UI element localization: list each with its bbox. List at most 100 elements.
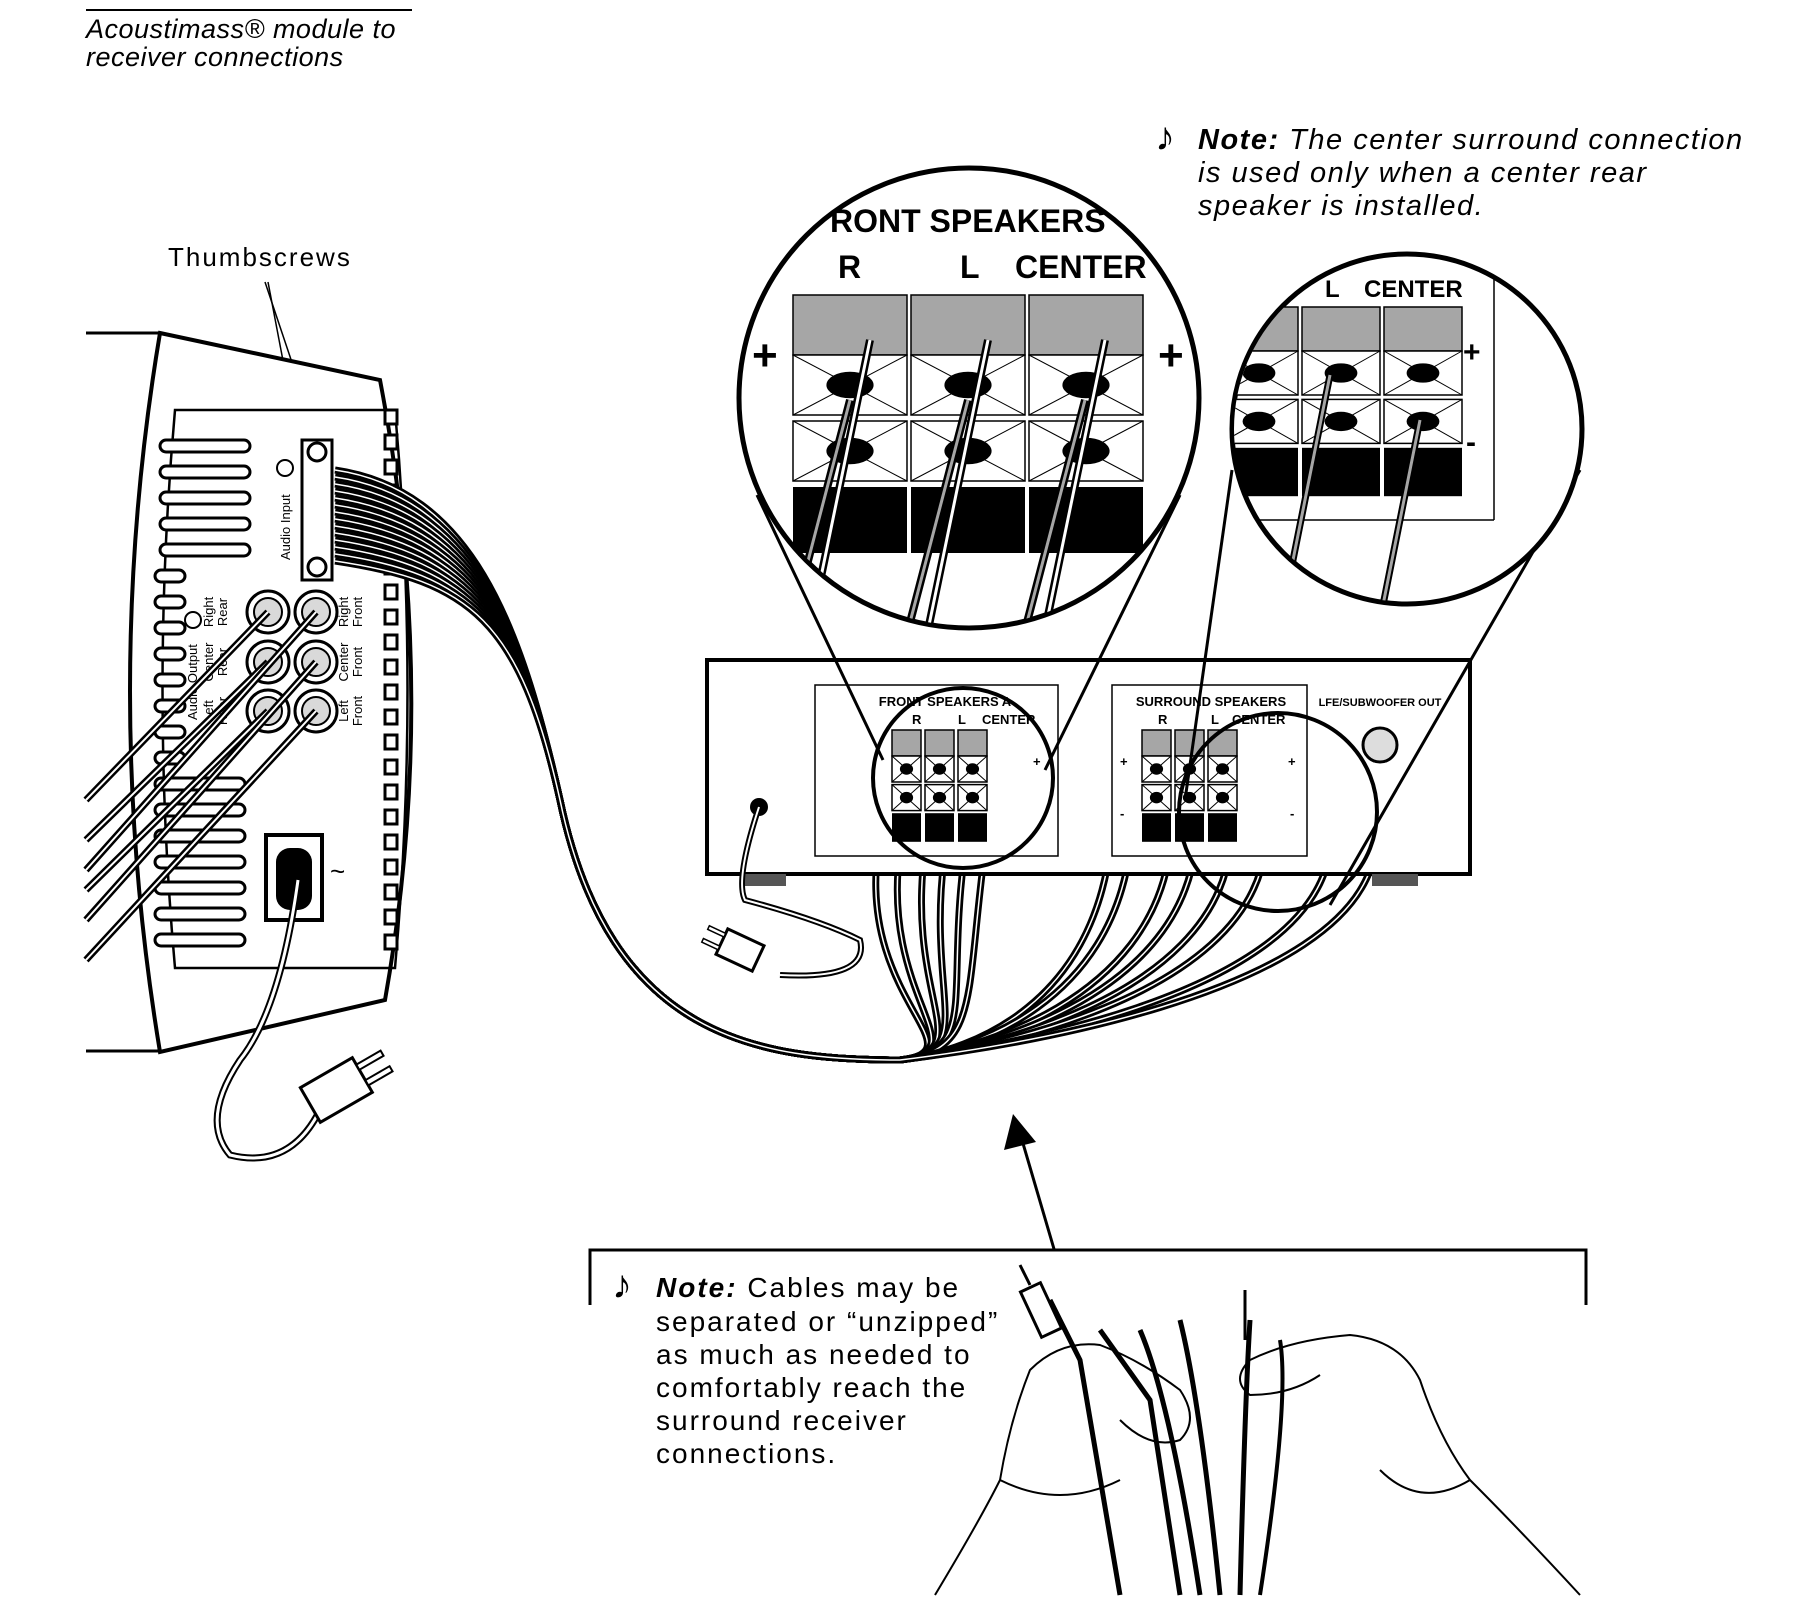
lfe-subwoofer-jack[interactable]: [1361, 726, 1399, 764]
surround-plus-right: +: [1288, 754, 1296, 769]
thumbscrew-top[interactable]: [306, 441, 328, 463]
binding-post-hole: [1215, 791, 1230, 804]
vent-slot: [383, 658, 399, 676]
vent-slot: [153, 932, 247, 948]
vent-slot: [383, 783, 399, 801]
vent-slot: [383, 433, 399, 451]
binding-post-hole: [1149, 791, 1164, 804]
note-bottom-line1: Note: Cables may be: [656, 1272, 960, 1303]
jack-label-center-front: CenterFront: [336, 642, 365, 682]
jack-label-right-front: RightFront: [336, 596, 365, 627]
vent-slot: [153, 594, 187, 610]
receiver-foot: [740, 874, 786, 886]
terminal-top: [1383, 306, 1463, 352]
module-power-cord: [213, 879, 394, 1162]
caption-line1: Acoustimass® module to: [84, 14, 396, 44]
magnify-front-callout: [755, 494, 1182, 870]
rca-cable-core: [85, 611, 317, 871]
vent-slot: [383, 758, 399, 776]
terminal-base: [958, 813, 987, 842]
binding-post-hole: [965, 791, 980, 804]
jack-label-right-rear: RightRear: [201, 596, 230, 627]
lfe-label: LFE/SUBWOOFER OUT: [1319, 697, 1442, 709]
zoom-front-plus-left: +: [752, 331, 778, 380]
vent-slot: [158, 438, 252, 454]
note-bottom-line6: connections.: [656, 1438, 837, 1469]
binding-post-hole: [932, 763, 947, 775]
vent-slot: [158, 464, 252, 480]
speaker-wire-core: [1023, 399, 1087, 626]
audio-input-label: Audio Input: [278, 494, 293, 560]
terminal-base: [1208, 813, 1237, 842]
power-inlet-socket: [276, 848, 312, 910]
cable-bundle: [334, 466, 1379, 1064]
speaker-cable-core: [334, 560, 1376, 1061]
rca-cable-core: [85, 661, 317, 921]
power-plug-icon: [298, 1049, 394, 1125]
front-plus: +: [1033, 754, 1041, 769]
front-speakers-title: FRONT SPEAKERS A: [879, 694, 1012, 709]
terminal-top: [1301, 306, 1381, 352]
note-bottom-line3: as much as needed to: [656, 1339, 972, 1370]
terminal-top: [910, 294, 1026, 356]
vent-slot: [383, 458, 399, 476]
vent-slot: [153, 906, 247, 922]
vent-slot: [153, 620, 187, 636]
terminal-top: [792, 294, 908, 356]
zoom-surround-ch-l: L: [1325, 276, 1340, 303]
audio-output-label: Audio Output: [185, 644, 200, 720]
binding-post-hole: [1406, 363, 1440, 383]
terminal-top: [1234, 306, 1299, 352]
vent-slot: [383, 583, 399, 601]
power-plug-icon: [700, 924, 767, 974]
zoom-surround-content: L CENTER + -: [1234, 256, 1495, 602]
binding-post-hole: [899, 763, 914, 775]
zoom-front-ch-l: L: [960, 249, 980, 285]
terminal-base: [925, 813, 954, 842]
vent-slot: [383, 833, 399, 851]
binding-post-hole: [1149, 763, 1164, 775]
arrow-up-icon: [276, 459, 294, 477]
terminal-base: [1234, 447, 1298, 497]
terminal-top: [1207, 729, 1238, 757]
terminal-top: [957, 729, 988, 757]
vent-slot: [383, 683, 399, 701]
zoom-front-title: RONT SPEAKERS: [830, 203, 1106, 239]
binding-post-hole: [932, 791, 947, 804]
vent-slot: [153, 568, 187, 584]
terminal-top: [1141, 729, 1172, 757]
note-top-line2: is used only when a center rear: [1198, 157, 1648, 189]
binding-post-hole: [899, 791, 914, 804]
terminal-top: [891, 729, 922, 757]
surround-ch-center: CENTER: [1232, 712, 1286, 727]
front-ch-l: L: [958, 712, 966, 727]
speaker-wire-core: [1288, 374, 1332, 576]
hands-unzipping-cables-illustration: [934, 1264, 1581, 1596]
front-ch-r: R: [912, 712, 922, 727]
rca-cable-core: [85, 611, 269, 801]
speaker-wire-core: [1043, 339, 1107, 626]
note-bottom-box: [588, 1248, 1588, 1305]
receiver: FRONT SPEAKERS A SURROUND SPEAKERS R L C…: [705, 658, 1472, 886]
arrow-up-icon: [184, 611, 202, 629]
speaker-wire-core: [906, 399, 970, 626]
zoom-front-ch-center: CENTER: [1015, 249, 1147, 285]
speaker-wire-core: [926, 339, 990, 626]
zoom-surround-minus: -: [1466, 426, 1476, 459]
surround-speakers-title: SURROUND SPEAKERS: [1136, 694, 1287, 709]
binding-post-hole: [1242, 363, 1276, 383]
speaker-wire-core: [1378, 419, 1422, 602]
caption-line2: receiver connections: [86, 42, 344, 72]
vent-slot: [158, 542, 252, 558]
vent-slot: [383, 808, 399, 826]
surround-ch-l: L: [1211, 712, 1219, 727]
vent-slot: [158, 490, 252, 506]
terminal-base: [1142, 813, 1171, 842]
terminal-top: [1174, 729, 1205, 757]
vent-slot: [383, 858, 399, 876]
vent-slot: [383, 408, 399, 426]
thumbscrew-bottom[interactable]: [306, 556, 328, 578]
note-bottom-line2: separated or “unzipped”: [656, 1306, 999, 1337]
zoom-surround-plus: +: [1463, 336, 1481, 369]
